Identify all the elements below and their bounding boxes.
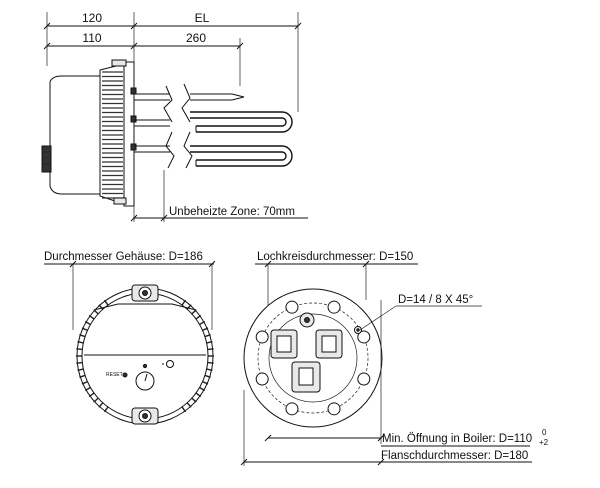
tooth-mark [181, 406, 187, 413]
flange-outer-circle [243, 288, 383, 428]
side-knob [41, 145, 52, 173]
tooth-mark [207, 361, 214, 364]
reset-button[interactable] [122, 372, 128, 378]
bolt-hole [255, 330, 269, 344]
holes-label: D=14 / 8 X 45° [398, 294, 473, 306]
tooth-mark [76, 361, 83, 364]
bolt-circle-label: Lochkreisdurchmesser: D=150 [257, 251, 413, 263]
tooth-mark [195, 314, 202, 320]
tooth-mark [204, 334, 211, 338]
tooth-mark [81, 327, 88, 332]
housing-teeth [76, 299, 214, 413]
tooth-mark [202, 380, 209, 385]
tooth-mark [81, 380, 88, 385]
bolt-hole [357, 330, 371, 344]
tooth-mark [88, 314, 95, 320]
dim-el: EL [195, 11, 210, 25]
tooth-mark [76, 348, 83, 351]
tooth-mark [84, 320, 91, 326]
bolt-hole [285, 300, 299, 314]
tooth-mark [98, 402, 104, 408]
tooth-mark [191, 309, 197, 315]
tooth-mark [199, 320, 206, 326]
tooth-mark [103, 406, 109, 413]
tooth-mark [88, 392, 95, 398]
top-dimensions: 120 EL 110 260 [43, 11, 302, 112]
tooth-mark [191, 397, 197, 403]
flange-side [123, 61, 135, 207]
tooth-mark [103, 299, 109, 306]
dim-110: 110 [82, 31, 101, 45]
front-view-flange: Lochkreisdurchmesser: D=150 D=14 / 8 X 4… [240, 251, 549, 466]
reset-label: RESET [106, 372, 123, 378]
bolt-holes [255, 300, 371, 416]
flange-bottom-tab [113, 197, 127, 205]
tooth-mark [195, 392, 202, 398]
bolt-hole [327, 300, 341, 314]
tooth-mark [77, 340, 84, 344]
tooth-mark [93, 397, 99, 403]
bolt-hole [285, 402, 299, 416]
tooth-mark [202, 327, 209, 332]
dim-260: 260 [186, 31, 206, 45]
tooth-mark [77, 368, 84, 372]
unheated-zone-label: Unbeheizte Zone: 70mm [169, 206, 295, 218]
bolt-hole [357, 372, 371, 386]
tooth-mark [207, 348, 214, 351]
housing-side [49, 75, 101, 195]
side-view: Unbeheizte Zone: 70mm [41, 59, 308, 222]
flange-top-tab [111, 59, 127, 67]
min-opening-tol-lower: +2 [539, 438, 549, 447]
bolt-hole [255, 372, 269, 386]
tooth-mark [186, 402, 192, 408]
flange-diameter-label: Flanschdurchmesser: D=180 [381, 450, 528, 462]
bolt-hole [327, 402, 341, 416]
heating-tubes [134, 83, 293, 169]
tooth-mark [84, 386, 91, 392]
front-view-housing: Durchmesser Gehäuse: D=186 RESET [44, 251, 216, 425]
tooth-mark [206, 340, 213, 344]
tooth-mark [79, 374, 86, 378]
tooth-mark [79, 334, 86, 338]
tooth-mark [204, 374, 211, 378]
housing-diameter-label: Durchmesser Gehäuse: D=186 [44, 251, 203, 263]
min-opening-tol-upper: 0 [542, 428, 547, 437]
dim-120: 120 [82, 11, 102, 25]
tooth-mark [181, 299, 187, 306]
tooth-mark [199, 386, 206, 392]
indicator-lamp-icon [166, 360, 174, 368]
tooth-mark [206, 368, 213, 372]
tooth-mark [93, 309, 99, 315]
min-opening-label: Min. Öffnung in Boiler: D=110 [382, 433, 532, 445]
